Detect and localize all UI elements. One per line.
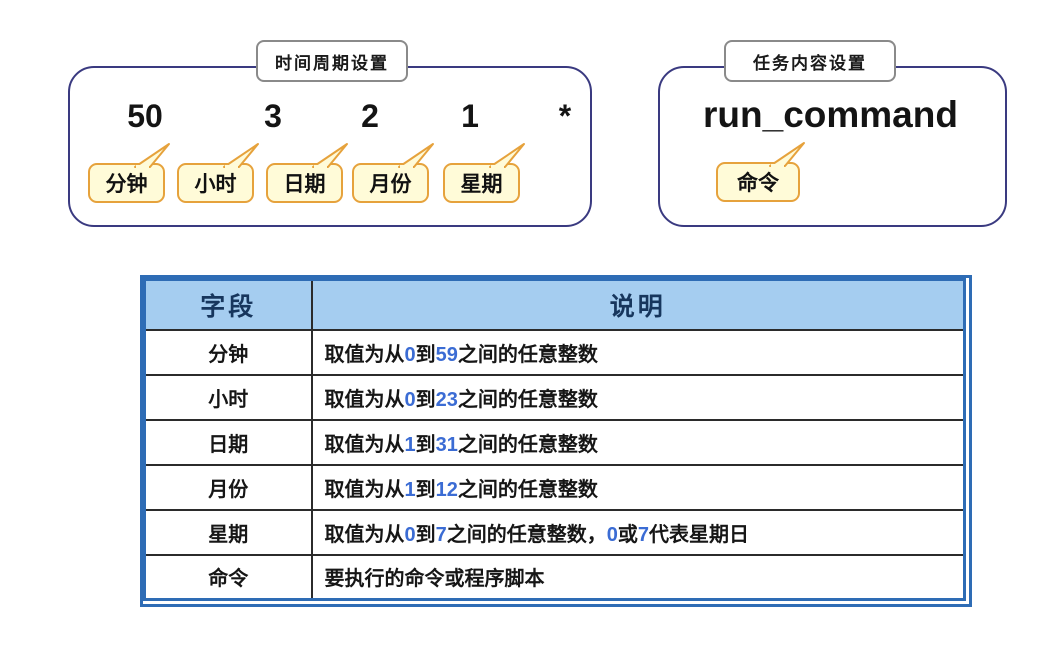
- description-cell: 取值为从0到23之间的任意整数: [310, 373, 966, 421]
- table-row: 命令要执行的命令或程序脚本: [143, 553, 966, 601]
- callout-tail-icon: [769, 142, 805, 168]
- cron-field-value: *: [558, 98, 572, 134]
- field-cell: 星期: [143, 508, 313, 556]
- cron-field-value: 50: [127, 98, 163, 134]
- bubble-label: 月份: [369, 173, 412, 196]
- cron-field-value: 3: [264, 98, 282, 134]
- highlighted-number: 0: [606, 523, 618, 546]
- description-cell: 取值为从0到59之间的任意整数: [310, 328, 966, 376]
- callout-tail-icon: [489, 143, 525, 169]
- field-cell: 命令: [143, 553, 313, 601]
- description-text: 之间的任意整数，: [446, 523, 607, 546]
- highlighted-number: 31: [435, 433, 458, 456]
- highlighted-number: 0: [404, 388, 416, 411]
- description-text: 到: [415, 388, 436, 411]
- highlighted-number: 1: [404, 433, 416, 456]
- highlighted-number: 7: [637, 523, 649, 546]
- highlighted-number: 12: [435, 478, 458, 501]
- description-text: 代表星期日: [649, 523, 749, 546]
- field-cell: 月份: [143, 463, 313, 511]
- description-text: 或: [617, 523, 638, 546]
- field-cell: 小时: [143, 373, 313, 421]
- description-column-header: 说明: [310, 278, 966, 331]
- cron-field-value: 2: [361, 98, 379, 134]
- table-header-row: 字段 说明: [143, 278, 966, 331]
- bubble-label: 命令: [737, 172, 779, 195]
- field-cell: 分钟: [143, 328, 313, 376]
- callout-tail-icon: [134, 143, 170, 169]
- highlighted-number: 0: [404, 523, 416, 546]
- bubble-label: 小时: [194, 173, 237, 196]
- table-row: 小时取值为从0到23之间的任意整数: [143, 373, 966, 421]
- cron-field-label-bubble: 分钟: [88, 143, 170, 203]
- description-text: 之间的任意整数: [457, 433, 598, 456]
- table-row: 星期取值为从0到7之间的任意整数，0或7代表星期日: [143, 508, 966, 556]
- field-description-table: 字段 说明 分钟取值为从0到59之间的任意整数小时取值为从0到23之间的任意整数…: [143, 278, 966, 601]
- cron-field-label-bubble: 小时: [177, 143, 259, 203]
- callout-tail-icon: [223, 143, 259, 169]
- highlighted-number: 59: [435, 343, 458, 366]
- task-panel-title: 任务内容设置: [724, 40, 896, 82]
- description-text: 到: [415, 523, 436, 546]
- time-panel-title: 时间周期设置: [256, 40, 408, 82]
- description-text: 取值为从: [324, 343, 405, 366]
- table-row: 月份取值为从1到12之间的任意整数: [143, 463, 966, 511]
- callout-tail-icon: [398, 143, 434, 169]
- cron-field-label-bubble: 月份: [352, 143, 434, 203]
- description-text: 之间的任意整数: [457, 343, 598, 366]
- field-column-header: 字段: [143, 278, 313, 331]
- description-text: 之间的任意整数: [457, 388, 598, 411]
- description-cell: 取值为从0到7之间的任意整数，0或7代表星期日: [310, 508, 966, 556]
- bubble-label: 日期: [283, 173, 326, 196]
- bubble-label: 星期: [460, 173, 503, 196]
- description-text: 到: [415, 343, 436, 366]
- description-text: 取值为从: [324, 478, 405, 501]
- description-text: 取值为从: [324, 433, 405, 456]
- field-cell: 日期: [143, 418, 313, 466]
- callout-tail-icon: [312, 143, 348, 169]
- description-text: 之间的任意整数: [457, 478, 598, 501]
- description-text: 要执行的命令或程序脚本: [324, 568, 545, 591]
- command-label-bubble: 命令: [716, 142, 805, 202]
- description-cell: 要执行的命令或程序脚本: [310, 553, 966, 601]
- highlighted-number: 1: [404, 478, 416, 501]
- command-value: run_command: [703, 94, 958, 135]
- cron-field-value: 1: [461, 98, 479, 134]
- description-text: 取值为从: [324, 388, 405, 411]
- description-cell: 取值为从1到12之间的任意整数: [310, 463, 966, 511]
- description-text: 取值为从: [324, 523, 405, 546]
- description-cell: 取值为从1到31之间的任意整数: [310, 418, 966, 466]
- cron-field-label-bubble: 星期: [443, 143, 525, 203]
- task-settings-panel: [658, 66, 1007, 227]
- table-row: 日期取值为从1到31之间的任意整数: [143, 418, 966, 466]
- highlighted-number: 7: [435, 523, 447, 546]
- description-text: 到: [415, 433, 436, 456]
- table-row: 分钟取值为从0到59之间的任意整数: [143, 328, 966, 376]
- highlighted-number: 23: [435, 388, 458, 411]
- cron-field-label-bubble: 日期: [266, 143, 348, 203]
- description-text: 到: [415, 478, 436, 501]
- highlighted-number: 0: [404, 343, 416, 366]
- bubble-label: 分钟: [105, 173, 148, 196]
